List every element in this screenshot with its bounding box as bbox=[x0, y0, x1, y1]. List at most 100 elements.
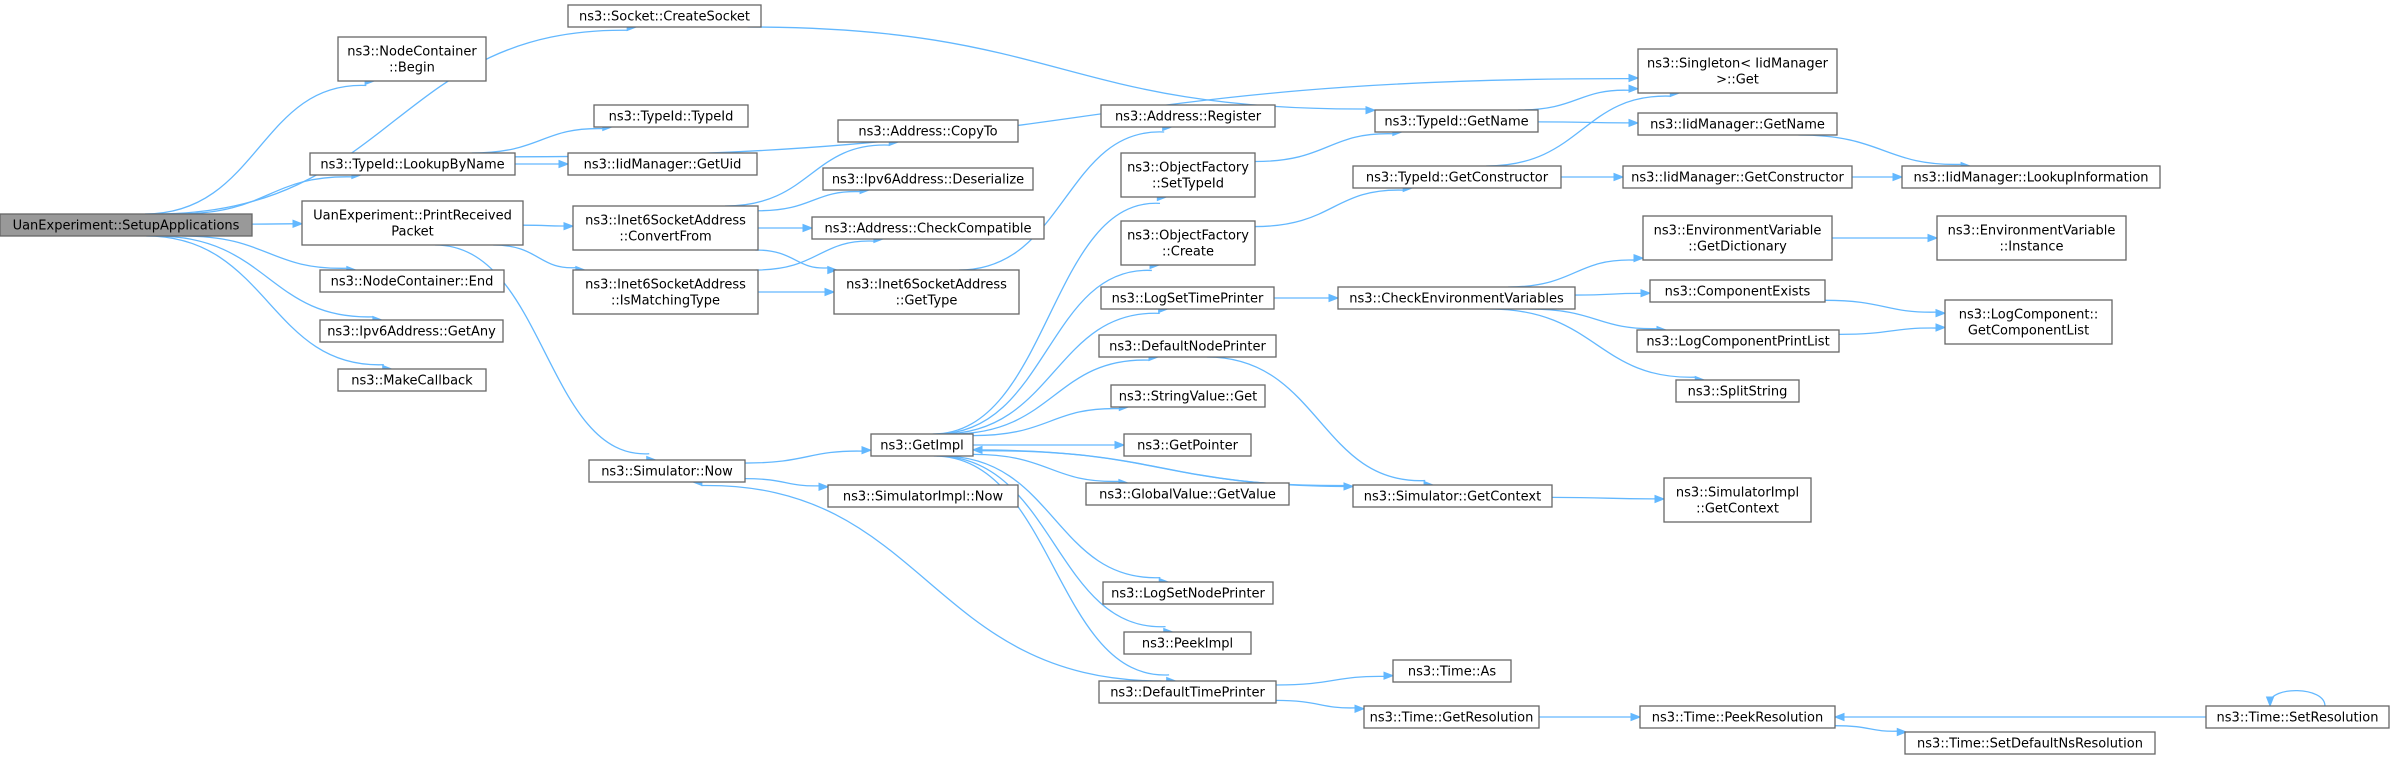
node-box bbox=[827, 484, 1019, 508]
node-tid_getname[interactable]: ns3::TypeId::GetName bbox=[1374, 109, 1539, 133]
node-logcompprint[interactable]: ns3::LogComponentPrintList bbox=[1636, 329, 1840, 353]
node-box bbox=[1352, 484, 1553, 508]
node-logcomplist[interactable]: ns3::LogComponent::GetComponentList bbox=[1944, 299, 2113, 345]
node-label: ::ConvertFrom bbox=[619, 230, 711, 245]
node-simimplctx[interactable]: ns3::SimulatorImpl::GetContext bbox=[1663, 477, 1812, 523]
node-compexists[interactable]: ns3::ComponentExists bbox=[1649, 279, 1826, 303]
node-logsetnode[interactable]: ns3::LogSetNodePrinter bbox=[1102, 581, 1274, 605]
edge-deftimeprn-to-timeas bbox=[1275, 671, 1395, 686]
node-logsettime[interactable]: ns3::LogSetTimePrinter bbox=[1100, 286, 1275, 310]
node-strvalget[interactable]: ns3::StringValue::Get bbox=[1110, 384, 1266, 408]
node-of_settype[interactable]: ns3::ObjectFactory::SetTypeId bbox=[1120, 152, 1256, 198]
node-iid_getctor[interactable]: ns3::IidManager::GetConstructor bbox=[1622, 165, 1853, 189]
node-label: ns3::LogComponent:: bbox=[1959, 308, 2099, 323]
edge-line bbox=[936, 455, 1166, 628]
node-gettype[interactable]: ns3::Inet6SocketAddress::GetType bbox=[833, 269, 1020, 315]
node-layer: UanExperiment::SetupApplicationsns3::Nod… bbox=[0, 4, 2390, 755]
edge-line bbox=[1838, 327, 1937, 336]
edge-root-to-printrecv bbox=[251, 219, 304, 229]
node-lookup[interactable]: ns3::TypeId::LookupByName bbox=[309, 152, 516, 176]
node-box bbox=[2205, 705, 2390, 729]
edge-line bbox=[146, 235, 384, 366]
node-typeid_ctor[interactable]: ns3::TypeId::TypeId bbox=[593, 104, 749, 128]
node-addrreg[interactable]: ns3::Address::Register bbox=[1100, 104, 1276, 128]
edge-arrowhead bbox=[1328, 293, 1340, 303]
node-label: UanExperiment::SetupApplications bbox=[13, 219, 240, 234]
node-deser[interactable]: ns3::Ipv6Address::Deserialize bbox=[822, 167, 1034, 191]
node-box bbox=[1098, 680, 1277, 704]
node-singleton[interactable]: ns3::Singleton< IidManager>::Get bbox=[1637, 48, 1838, 94]
node-box bbox=[1085, 482, 1290, 506]
node-timesetres[interactable]: ns3::Time::SetResolution bbox=[2205, 705, 2390, 729]
edge-line bbox=[744, 450, 863, 464]
node-envinstance[interactable]: ns3::EnvironmentVariable::Instance bbox=[1936, 215, 2127, 261]
edge-line bbox=[1275, 675, 1385, 686]
edge-line bbox=[1824, 299, 1937, 313]
node-label: ns3::EnvironmentVariable bbox=[1654, 224, 1822, 239]
node-getimpl[interactable]: ns3::GetImpl bbox=[870, 433, 974, 457]
node-ismatch[interactable]: ns3::Inet6SocketAddress::IsMatchingType bbox=[572, 269, 759, 315]
edge-checkenv-to-envgetdict bbox=[1508, 253, 1645, 288]
node-splitstr[interactable]: ns3::SplitString bbox=[1675, 379, 1800, 403]
edge-arrowhead bbox=[827, 265, 839, 275]
node-timeas[interactable]: ns3::Time::As bbox=[1392, 659, 1512, 683]
node-ipv6any[interactable]: ns3::Ipv6Address::GetAny bbox=[319, 319, 504, 343]
node-iid_lookupinfo[interactable]: ns3::IidManager::LookupInformation bbox=[1901, 165, 2161, 189]
edge-arrowhead bbox=[1935, 308, 1947, 318]
node-label: ::Instance bbox=[1999, 240, 2063, 255]
node-box bbox=[1649, 279, 1826, 303]
edge-ismatch-to-gettype bbox=[758, 287, 836, 297]
node-convfrom[interactable]: ns3::Inet6SocketAddress::ConvertFrom bbox=[572, 205, 759, 251]
node-timepeekres[interactable]: ns3::Time::PeekResolution bbox=[1639, 705, 1836, 729]
node-label: ns3::Inet6SocketAddress bbox=[585, 214, 746, 229]
node-of_create[interactable]: ns3::ObjectFactory::Create bbox=[1120, 220, 1256, 266]
edge-arrowhead bbox=[824, 287, 836, 297]
node-label: ns3::IidManager::LookupInformation bbox=[1913, 171, 2148, 186]
node-simimplnow[interactable]: ns3::SimulatorImpl::Now bbox=[827, 484, 1019, 508]
node-envgetdict[interactable]: ns3::EnvironmentVariable::GetDictionary bbox=[1642, 215, 1833, 261]
node-checkcompat[interactable]: ns3::Address::CheckCompatible bbox=[811, 216, 1045, 240]
node-box bbox=[1110, 384, 1266, 408]
node-box bbox=[870, 433, 974, 457]
node-copyto[interactable]: ns3::Address::CopyTo bbox=[837, 119, 1019, 143]
node-label: ns3::IidManager::GetConstructor bbox=[1631, 171, 1844, 186]
node-box bbox=[811, 216, 1045, 240]
node-getptr[interactable]: ns3::GetPointer bbox=[1123, 433, 1252, 457]
node-tid_getctor[interactable]: ns3::TypeId::GetConstructor bbox=[1352, 165, 1562, 189]
edge-arrowhead bbox=[1628, 84, 1640, 93]
node-label: ns3::GetPointer bbox=[1137, 439, 1238, 454]
node-box bbox=[1123, 433, 1252, 457]
node-deftimeprn[interactable]: ns3::DefaultTimePrinter bbox=[1098, 680, 1277, 704]
node-label: ::GetContext bbox=[1696, 502, 1779, 517]
edge-logcompprint-to-logcomplist bbox=[1838, 323, 1947, 336]
node-box bbox=[1102, 581, 1274, 605]
edge-line bbox=[1489, 308, 1696, 378]
node-box bbox=[319, 269, 505, 293]
node-peekimpl[interactable]: ns3::PeekImpl bbox=[1123, 631, 1252, 655]
node-createsock[interactable]: ns3::Socket::CreateSocket bbox=[567, 4, 762, 28]
node-nc_begin[interactable]: ns3::NodeContainer::Begin bbox=[337, 36, 487, 82]
node-setdefns[interactable]: ns3::Time::SetDefaultNsResolution bbox=[1904, 731, 2156, 755]
node-nc_end[interactable]: ns3::NodeContainer::End bbox=[319, 269, 505, 293]
node-checkenv[interactable]: ns3::CheckEnvironmentVariables bbox=[1337, 286, 1576, 310]
node-defnodeprn[interactable]: ns3::DefaultNodePrinter bbox=[1098, 334, 1277, 358]
node-box bbox=[1100, 104, 1276, 128]
node-simgetctx[interactable]: ns3::Simulator::GetContext bbox=[1352, 484, 1553, 508]
node-timegetres[interactable]: ns3::Time::GetResolution bbox=[1363, 705, 1540, 729]
node-box bbox=[833, 269, 1020, 315]
edge-line bbox=[941, 312, 1160, 435]
node-iid_getuid[interactable]: ns3::IidManager::GetUid bbox=[567, 152, 758, 176]
node-label: Packet bbox=[391, 225, 434, 240]
node-gvgetval[interactable]: ns3::GlobalValue::GetValue bbox=[1085, 482, 1290, 506]
node-simnow[interactable]: ns3::Simulator::Now bbox=[588, 459, 746, 483]
edge-line bbox=[744, 477, 820, 487]
node-iid_getname[interactable]: ns3::IidManager::GetName bbox=[1637, 112, 1838, 136]
node-box bbox=[1123, 631, 1252, 655]
node-label: ns3::TypeId::GetConstructor bbox=[1366, 171, 1549, 186]
node-label: ns3::SimulatorImpl bbox=[1676, 486, 1799, 501]
node-root[interactable]: UanExperiment::SetupApplications bbox=[0, 213, 253, 237]
edge-lookup-to-iid_getuid bbox=[515, 159, 570, 169]
node-makecb[interactable]: ns3::MakeCallback bbox=[337, 368, 487, 392]
edge-deftimeprn-to-simnow bbox=[691, 477, 1162, 682]
